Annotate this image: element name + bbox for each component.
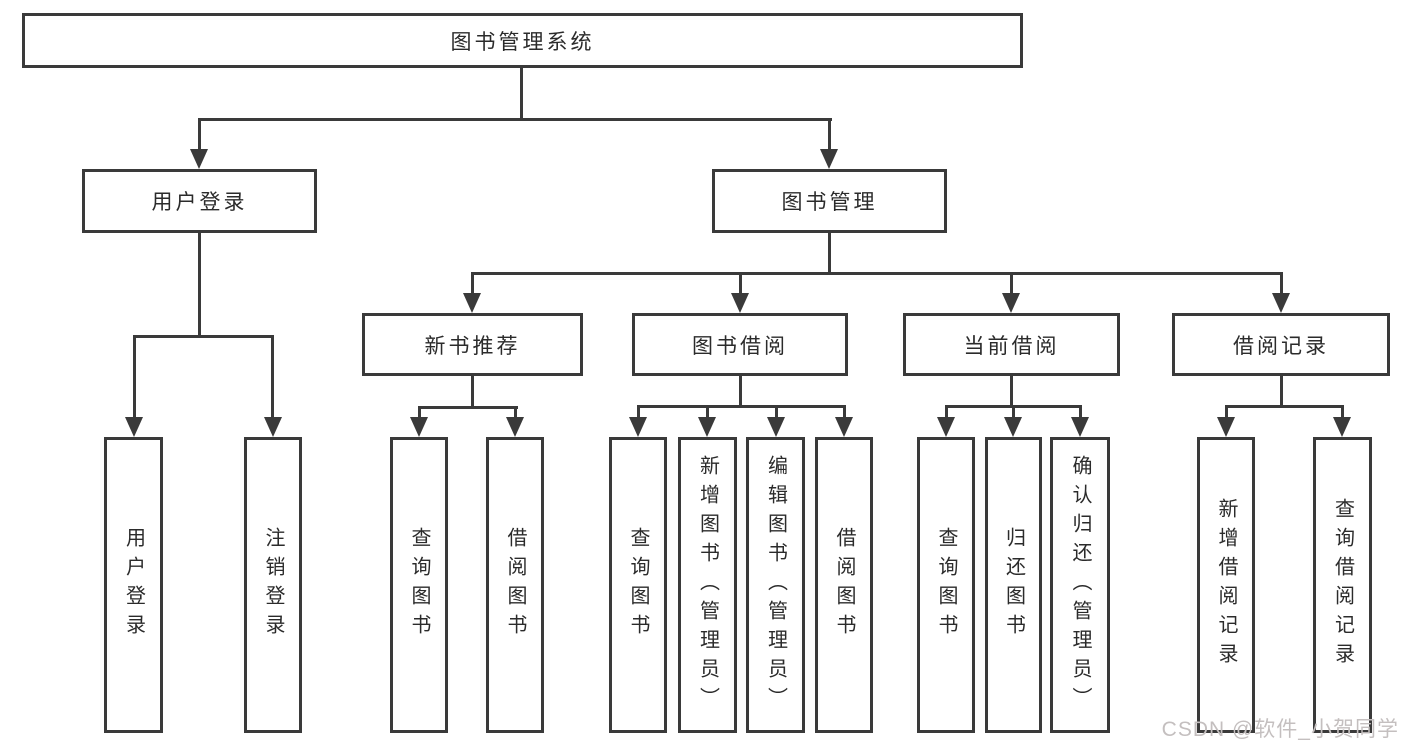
arrow-down-icon — [698, 417, 716, 437]
connector-line — [828, 118, 831, 152]
leaf-query-book-1: 查询图书 — [390, 437, 448, 733]
node-user-login: 用户登录 — [82, 169, 317, 233]
leaf-query-book-2: 查询图书 — [609, 437, 667, 733]
connector-line — [514, 406, 517, 419]
arrow-down-icon — [1272, 293, 1290, 313]
arrow-down-icon — [1333, 417, 1351, 437]
leaf-return-book: 归还图书 — [985, 437, 1042, 733]
leaf-query-book-3: 查询图书 — [917, 437, 975, 733]
connector-line — [1079, 405, 1082, 419]
connector-line — [271, 335, 274, 419]
csdn-watermark: CSDN @软件_小贺同学 — [1161, 718, 1399, 741]
node-current-borrow: 当前借阅 — [903, 313, 1120, 376]
connector-line — [133, 335, 274, 338]
connector-line — [520, 68, 523, 121]
connector-line — [637, 405, 640, 419]
connector-line — [1341, 405, 1344, 419]
arrow-down-icon — [1004, 417, 1022, 437]
arrow-down-icon — [1071, 417, 1089, 437]
arrow-down-icon — [410, 417, 428, 437]
connector-line — [198, 118, 832, 121]
arrow-down-icon — [937, 417, 955, 437]
arrow-down-icon — [125, 417, 143, 437]
arrow-down-icon — [463, 293, 481, 313]
arrow-down-icon — [629, 417, 647, 437]
node-book-management: 图书管理 — [712, 169, 947, 233]
leaf-borrow-book-1: 借阅图书 — [486, 437, 544, 733]
connector-line — [843, 405, 846, 419]
connector-line — [1280, 376, 1283, 408]
leaf-query-borrow-record: 查询借阅记录 — [1313, 437, 1372, 733]
connector-line — [418, 406, 421, 419]
leaf-borrow-book-2: 借阅图书 — [815, 437, 873, 733]
connector-line — [945, 405, 948, 419]
connector-line — [471, 376, 474, 409]
connector-line — [706, 405, 709, 419]
connector-line — [471, 272, 474, 295]
leaf-confirm-return-admin: 确认归还（管理员） — [1050, 437, 1110, 733]
node-new-book-recommend: 新书推荐 — [362, 313, 583, 376]
leaf-add-borrow-record: 新增借阅记录 — [1197, 437, 1255, 733]
connector-line — [1010, 376, 1013, 408]
connector-line — [637, 405, 846, 408]
node-root-system: 图书管理系统 — [22, 13, 1023, 68]
arrow-down-icon — [767, 417, 785, 437]
connector-line — [471, 272, 1283, 275]
node-borrow-record: 借阅记录 — [1172, 313, 1390, 376]
connector-line — [198, 118, 201, 152]
arrow-down-icon — [731, 293, 749, 313]
leaf-user-login: 用户登录 — [104, 437, 163, 733]
connector-line — [775, 405, 778, 419]
connector-line — [739, 272, 742, 295]
connector-line — [1012, 405, 1015, 419]
arrow-down-icon — [1002, 293, 1020, 313]
arrow-down-icon — [820, 149, 838, 169]
connector-line — [1225, 405, 1228, 419]
arrow-down-icon — [1217, 417, 1235, 437]
connector-line — [198, 233, 201, 338]
connector-line — [739, 376, 742, 408]
leaf-logout: 注销登录 — [244, 437, 302, 733]
connector-line — [133, 335, 136, 419]
connector-line — [1280, 272, 1283, 295]
connector-line — [418, 406, 518, 409]
connector-line — [1010, 272, 1013, 295]
leaf-add-book-admin: 新增图书（管理员） — [678, 437, 737, 733]
arrow-down-icon — [506, 417, 524, 437]
node-book-borrow: 图书借阅 — [632, 313, 848, 376]
leaf-edit-book-admin: 编辑图书（管理员） — [746, 437, 805, 733]
connector-line — [828, 233, 831, 275]
connector-line — [1225, 405, 1344, 408]
arrow-down-icon — [835, 417, 853, 437]
arrow-down-icon — [264, 417, 282, 437]
arrow-down-icon — [190, 149, 208, 169]
